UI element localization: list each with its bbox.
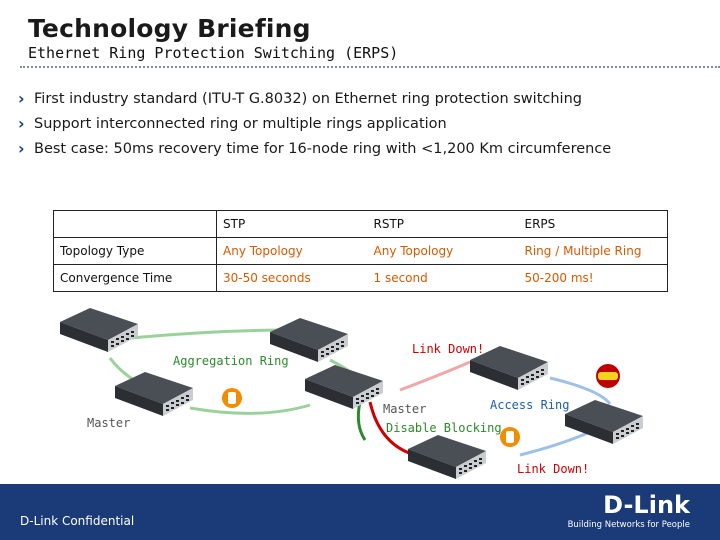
switch-icon (408, 435, 486, 479)
bullet-item: › First industry standard (ITU-T G.8032)… (18, 86, 611, 111)
blocking-path (356, 401, 367, 441)
table-cell: 30-50 seconds (216, 264, 368, 292)
table-header-row: STP RSTP ERPS (53, 210, 668, 238)
table-cell: Any Topology (367, 237, 519, 265)
logo-tagline: Building Networks for People (567, 520, 690, 530)
slide-title: Technology Briefing (28, 14, 311, 43)
table-row: Topology Type Any Topology Any Topology … (53, 237, 668, 265)
comparison-table: STP RSTP ERPS Topology Type Any Topology… (53, 210, 668, 292)
link-down-label: Link Down! (412, 342, 485, 356)
aggregation-ring-label: Aggregation Ring (173, 354, 289, 368)
bullet-item: › Support interconnected ring or multipl… (18, 111, 611, 136)
switch-icon (60, 308, 138, 352)
table-row-label: Convergence Time (53, 264, 217, 292)
bullet-list: › First industry standard (ITU-T G.8032)… (18, 86, 611, 161)
link-blocked-icon (222, 388, 242, 408)
link-blocked-icon (500, 427, 520, 447)
table-row: Convergence Time 30-50 seconds 1 second … (53, 264, 668, 292)
access-ring-label: Access Ring (490, 398, 570, 412)
slide-subtitle: Ethernet Ring Protection Switching (ERPS… (28, 44, 399, 62)
table-header-cell: ERPS (518, 210, 668, 238)
access-ring-link (519, 430, 591, 457)
access-ring-link (399, 360, 471, 392)
dlink-logo: D-Link Building Networks for People (568, 491, 690, 530)
access-ring-link (549, 376, 612, 405)
bullet-text: Best case: 50ms recovery time for 16-nod… (34, 140, 612, 157)
table-cell: 1 second (367, 264, 519, 292)
table-cell: Ring / Multiple Ring (518, 237, 668, 265)
bullet-item: › Best case: 50ms recovery time for 16-n… (18, 136, 611, 161)
table-header-cell: STP (216, 210, 368, 238)
aggregation-ring-link (189, 403, 311, 415)
logo-wordmark: D-Link (603, 491, 690, 519)
master-node-label: Master (383, 402, 427, 416)
link-broken-icon (596, 364, 620, 388)
bullet-text: First industry standard (ITU-T G.8032) o… (34, 90, 582, 107)
table-row-label: Topology Type (53, 237, 217, 265)
chevron-right-icon: › (18, 139, 25, 158)
footer-bar: D-Link Confidential D-Link Building Netw… (0, 484, 720, 540)
confidential-label: D-Link Confidential (20, 514, 135, 528)
table-header-cell: RSTP (367, 210, 519, 238)
chevron-right-icon: › (18, 89, 25, 108)
ring-diagram-svg (60, 308, 643, 479)
title-divider (20, 66, 720, 68)
chevron-right-icon: › (18, 114, 25, 133)
switch-icon (115, 372, 193, 416)
master-node-label: Master (87, 416, 131, 430)
table-cell: Any Topology (216, 237, 368, 265)
erps-ring-diagram: Aggregation Ring Master Link Down! Maste… (0, 300, 720, 480)
link-down-label: Link Down! (517, 462, 590, 476)
table-cell: 50-200 ms! (518, 264, 668, 292)
bullet-text: Support interconnected ring or multiple … (34, 115, 447, 132)
disable-blocking-label: Disable Blocking (386, 421, 502, 435)
table-header-cell (53, 210, 217, 238)
